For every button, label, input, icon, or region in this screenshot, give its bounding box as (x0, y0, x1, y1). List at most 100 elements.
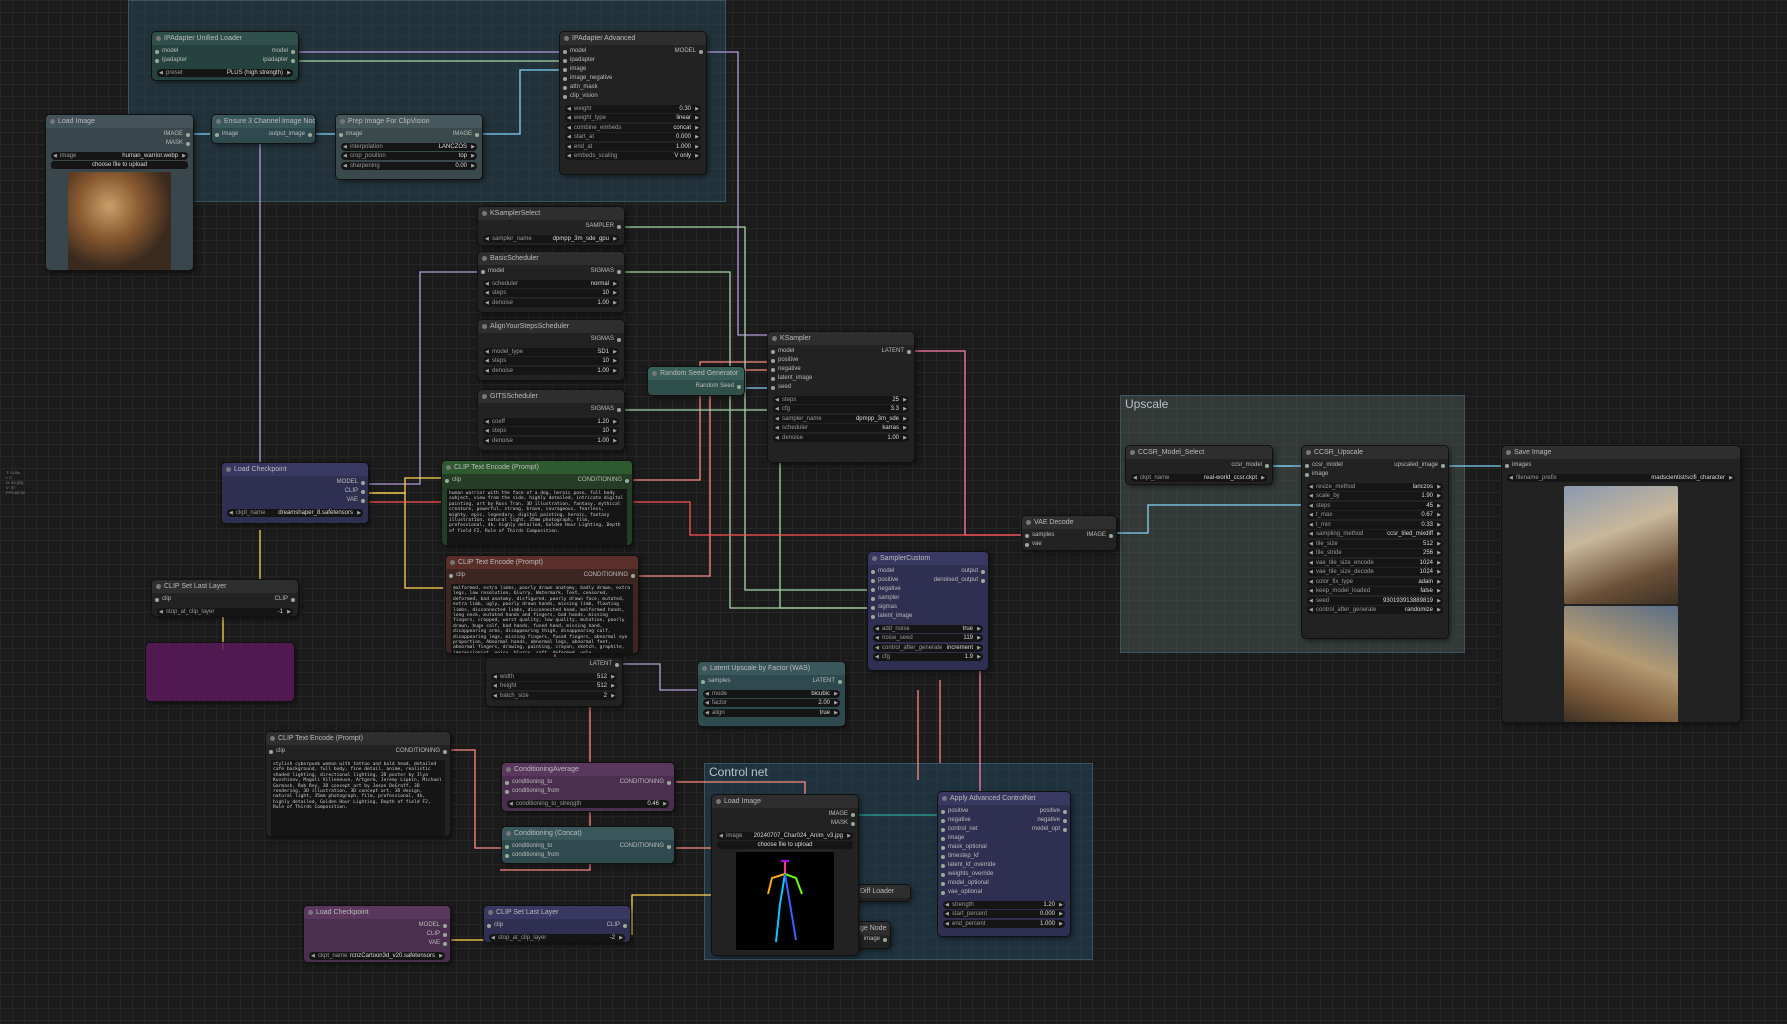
input-slot-ccsr-model[interactable]: ccsr_model (1302, 461, 1343, 470)
output-slot-image[interactable]: IMAGE (712, 810, 858, 819)
input-slot-image[interactable]: image (212, 130, 238, 139)
output-slot-upscaled-image[interactable]: upscaled_image (1394, 461, 1448, 470)
output-slot-model[interactable]: MODEL (675, 47, 706, 56)
prompt-textarea[interactable]: stylish cyberpunk woman with tattoo and … (271, 760, 445, 836)
input-slot-samples[interactable]: samples (698, 677, 730, 686)
node-clip-text-encode-3[interactable]: CLIP Text Encode (Prompt) clip CONDITION… (266, 732, 450, 836)
output-slot-image[interactable]: IMAGE (1087, 531, 1116, 540)
node-random-seed-generator[interactable]: Random Seed Generator Random Seed (648, 367, 744, 395)
input-slot-image[interactable]: image (336, 130, 362, 139)
output-slot-clip[interactable]: CLIP (275, 595, 298, 604)
output-slot-image[interactable]: IMAGE (46, 130, 193, 139)
input-slot-model[interactable]: model (478, 267, 504, 276)
input-slot-images[interactable]: images (1502, 461, 1740, 470)
output-slot-mask[interactable]: MASK (712, 819, 858, 828)
node-bypassed[interactable] (146, 643, 294, 701)
output-slot-vae[interactable]: VAE (304, 939, 450, 948)
output-slot-ipadapter[interactable]: ipadapter (263, 56, 298, 65)
output-slot-sigmas[interactable]: SIGMAS (591, 267, 624, 276)
node-ccsr-upscale[interactable]: CCSR_Upscale ccsr_model image upscaled_i… (1302, 446, 1448, 638)
node-conditioning-concat[interactable]: Conditioning (Concat) conditioning_to co… (502, 827, 674, 863)
output-slot-clip[interactable]: CLIP (304, 930, 450, 939)
node-apply-advanced-controlnet[interactable]: Apply Advanced ControlNet positive negat… (938, 792, 1070, 936)
node-ipadapter-unified-loader[interactable]: IPAdapter Unified Loader model ipadapter… (152, 32, 298, 80)
output-slot-vae[interactable]: VAE (222, 496, 368, 505)
node-load-image[interactable]: Load Image IMAGE MASK imagehuman_warrior… (46, 115, 193, 270)
upload-button[interactable]: choose file to upload (717, 841, 853, 849)
output-slot-image[interactable]: image (840, 935, 890, 944)
input-slot-clip[interactable]: clip (484, 921, 503, 930)
input-slot-weights-override[interactable]: weights_override (938, 870, 996, 879)
prompt-textarea[interactable]: malformed, extra limbs, poorly drawn ana… (451, 584, 633, 653)
prompt-textarea[interactable]: human warrior with the face of a dog, he… (447, 489, 627, 545)
output-slot-conditioning[interactable]: CONDITIONING (620, 842, 674, 851)
input-slot-positive[interactable]: positive (768, 356, 812, 365)
input-slot-model[interactable]: model (152, 47, 187, 56)
node-align-your-steps[interactable]: AlignYourStepsScheduler SIGMAS model_typ… (478, 320, 624, 380)
output-slot-negative[interactable]: negative (1032, 816, 1070, 825)
output-slot-random-seed[interactable]: Random Seed (648, 382, 744, 391)
input-slot-negative[interactable]: negative (868, 585, 912, 594)
output-slot-clip[interactable]: CLIP (222, 487, 368, 496)
widget-filename-prefix[interactable]: filename_prefixmadscientist/scifi_charac… (1507, 473, 1735, 482)
output-slot-clip[interactable]: CLIP (607, 921, 630, 930)
node-basic-scheduler[interactable]: BasicScheduler model SIGMAS schedulernor… (478, 252, 624, 312)
output-slot-latent[interactable]: LATENT (881, 347, 914, 356)
input-slot-sigmas[interactable]: sigmas (868, 603, 912, 612)
output-slot-denoised-output[interactable]: denoised_output (934, 576, 988, 585)
input-slot-clip-vision[interactable]: clip_vision (560, 92, 612, 101)
input-slot-control-net[interactable]: control_net (938, 825, 996, 834)
output-slot-sampler[interactable]: SAMPLER (478, 222, 624, 231)
widget-stop-at-clip-layer[interactable]: stop_at_clip_layer-2 (489, 933, 625, 942)
input-slot-conditioning-from[interactable]: conditioning_from (502, 851, 559, 860)
widget-end-at[interactable]: end_at1.000 (565, 142, 701, 151)
input-slot-clip[interactable]: clip (442, 476, 461, 485)
node-ipadapter-advanced[interactable]: IPAdapter Advanced model ipadapter image… (560, 32, 706, 174)
output-slot-latent[interactable]: LATENT (812, 677, 845, 686)
input-slot-attn-mask[interactable]: attn_mask (560, 83, 612, 92)
output-slot-ccsr-model[interactable]: ccsr_model (1126, 461, 1272, 470)
input-slot-latent-image[interactable]: latent_image (768, 374, 812, 383)
node-save-image[interactable]: Save Image images filename_prefixmadscie… (1502, 446, 1740, 722)
node-ccsr-model-select[interactable]: CCSR_Model_Select ccsr_model ckpt_namere… (1126, 446, 1272, 484)
input-slot-negative[interactable]: negative (938, 816, 996, 825)
output-slot-sigmas[interactable]: SIGMAS (478, 405, 624, 414)
node-clip-set-last-layer-2[interactable]: CLIP Set Last Layer clip CLIP stop_at_cl… (484, 906, 630, 942)
input-slot-samples[interactable]: samples (1022, 531, 1054, 540)
input-slot-vae-optional[interactable]: vae_optional (938, 888, 996, 897)
